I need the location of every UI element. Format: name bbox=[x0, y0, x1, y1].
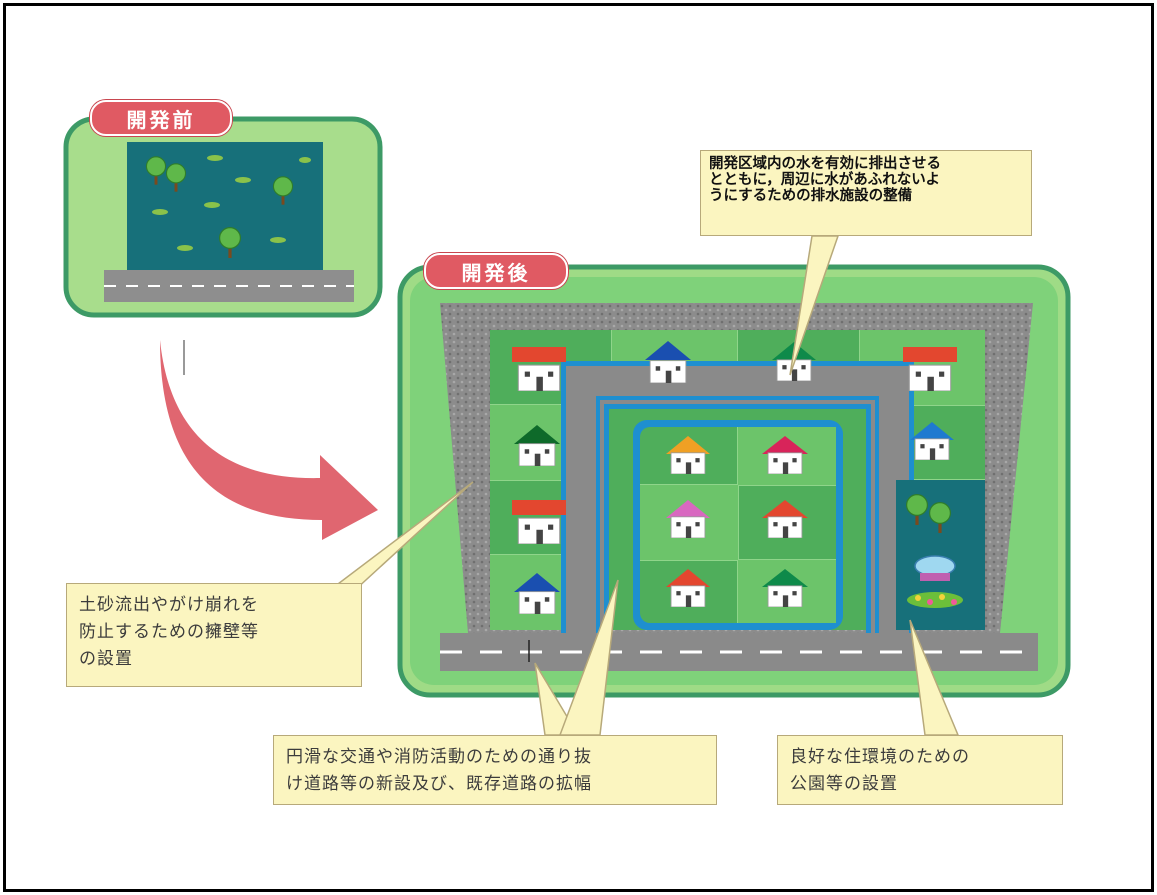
house-icon bbox=[514, 425, 560, 466]
house-icon bbox=[903, 347, 957, 391]
after-label: 開発後 bbox=[424, 253, 568, 289]
drainage-callout: 開発区域内の水を有効に排出させる とともに，周辺に水があふれないよ うにするため… bbox=[700, 150, 1032, 236]
house-icon bbox=[645, 341, 691, 383]
flower-bed-icon bbox=[907, 592, 963, 608]
roads-callout: 円滑な交通や消防活動のための通り抜 け道路等の新設及び、既存道路の拡幅 bbox=[273, 735, 717, 805]
park-callout: 良好な住環境のための 公園等の設置 bbox=[777, 735, 1063, 805]
after-panel bbox=[397, 264, 1071, 698]
grass-patches bbox=[152, 155, 311, 251]
before-panel bbox=[63, 116, 383, 318]
before-label: 開発前 bbox=[90, 100, 232, 136]
figure-frame bbox=[3, 3, 1154, 892]
house-icon bbox=[666, 569, 710, 607]
house-icon bbox=[514, 573, 560, 614]
house-icon bbox=[910, 422, 954, 460]
house-icon bbox=[512, 500, 566, 544]
callout-pointers bbox=[327, 235, 960, 736]
house-icon bbox=[512, 347, 566, 391]
ruby-annotation: ようへき bbox=[205, 623, 241, 632]
arrow-icon bbox=[160, 340, 378, 540]
fountain-icon bbox=[914, 555, 956, 581]
house-icon bbox=[762, 500, 808, 538]
house-icon bbox=[762, 436, 808, 474]
house-icon bbox=[762, 569, 808, 607]
house-icon bbox=[666, 436, 710, 474]
retaining-wall-callout: 土砂流出やがけ崩れを 防止するための擁壁等 の設置 ようへき bbox=[66, 583, 362, 687]
houses bbox=[512, 341, 957, 614]
house-icon bbox=[666, 500, 710, 538]
